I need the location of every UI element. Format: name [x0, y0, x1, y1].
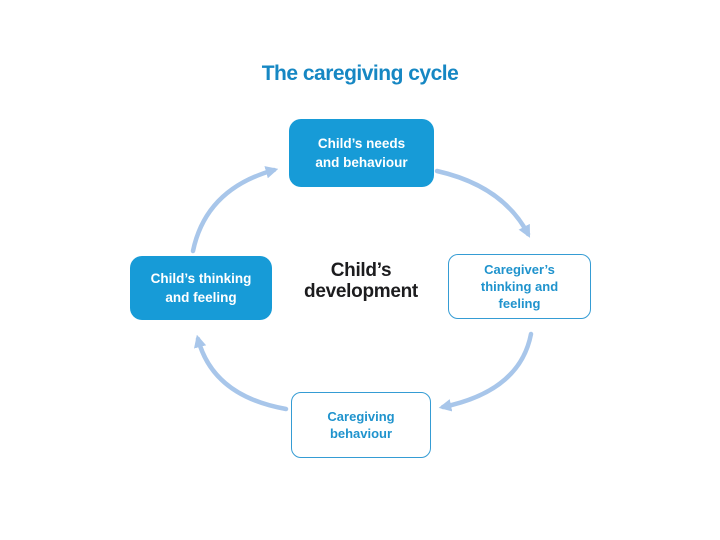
- diagram-title: The caregiving cycle: [261, 62, 459, 85]
- node-caregivers-thinking-and-feeling: Caregiver’s thinking and feeling: [448, 254, 591, 319]
- center-label-childs-development: Child’s development: [304, 260, 418, 302]
- arrow-right-to-bottom-icon: [438, 331, 534, 412]
- node-childs-needs-and-behaviour: Child’s needs and behaviour: [289, 119, 434, 187]
- arrow-top-to-right-icon: [434, 168, 531, 238]
- node-caregiving-behaviour: Caregiving behaviour: [291, 392, 431, 458]
- arrow-left-to-top-icon: [190, 166, 279, 254]
- node-childs-thinking-and-feeling: Child’s thinking and feeling: [130, 256, 272, 320]
- arrow-bottom-to-left-icon: [193, 334, 289, 412]
